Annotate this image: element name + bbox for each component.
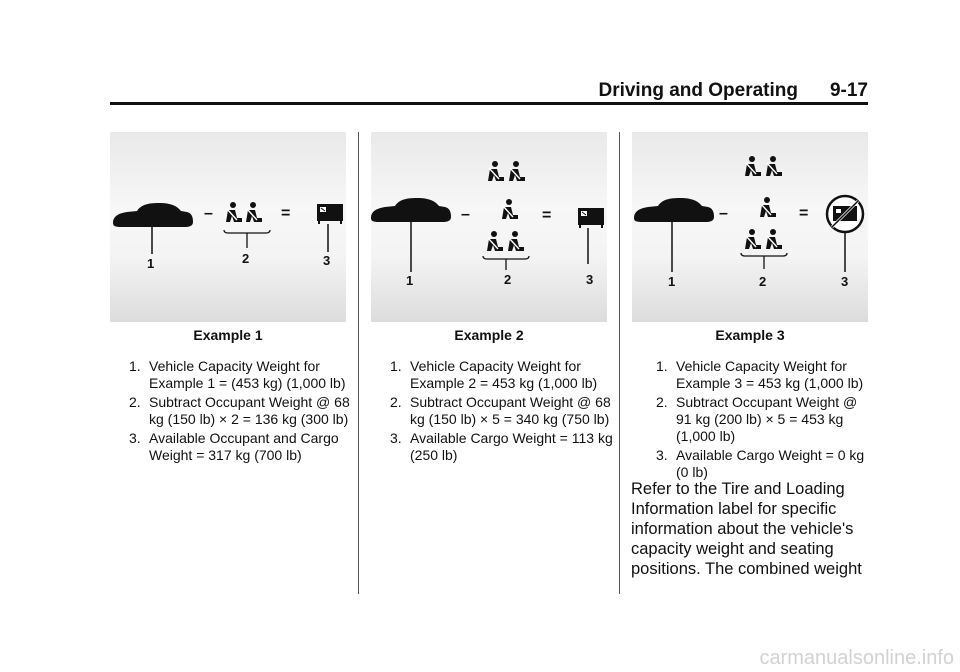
column-divider bbox=[619, 132, 620, 594]
callout-1: 1 bbox=[147, 256, 154, 271]
vehicle-icon bbox=[371, 198, 451, 222]
occupant-icon bbox=[486, 230, 504, 252]
callout-2: 2 bbox=[504, 272, 511, 287]
no-cargo-icon bbox=[825, 194, 865, 234]
list-item: 3.Available Occupant and Cargo Weight = … bbox=[129, 430, 339, 463]
example-1-caption: Example 1 bbox=[193, 327, 263, 343]
callout-2: 2 bbox=[759, 274, 766, 289]
cargo-icon bbox=[316, 203, 344, 225]
callout-2: 2 bbox=[242, 251, 249, 266]
running-header: Driving and Operating 9-17 bbox=[110, 80, 868, 102]
occupant-icon bbox=[759, 196, 777, 218]
watermark-footer: carmanualsonline.info bbox=[759, 647, 954, 669]
example-2-list: 1.Vehicle Capacity Weight for Example 2 … bbox=[383, 358, 617, 466]
page-number: 9-17 bbox=[829, 80, 868, 101]
equals-sign: = bbox=[799, 205, 808, 222]
list-item: 1.Vehicle Capacity Weight for Example 2 … bbox=[390, 358, 598, 391]
occupant-icon bbox=[744, 155, 762, 177]
callout-3: 3 bbox=[323, 253, 330, 268]
minus-sign: – bbox=[719, 205, 728, 222]
equals-sign: = bbox=[281, 205, 290, 222]
list-item: 2.Subtract Occupant Weight @ 91 kg (200 … bbox=[656, 394, 858, 444]
vehicle-icon bbox=[634, 198, 714, 222]
occupant-icon bbox=[744, 228, 762, 250]
callout-3: 3 bbox=[841, 274, 848, 289]
list-item: 2.Subtract Occupant Weight @ 68 kg (150 … bbox=[129, 394, 350, 427]
example-1-illustration: – = 1 2 3 bbox=[110, 132, 346, 322]
body-paragraph: Refer to the Tire and Loading Informatio… bbox=[631, 480, 862, 578]
occupant-icon bbox=[245, 201, 263, 223]
list-item: 3.Available Cargo Weight = 0 kg (0 lb) bbox=[656, 447, 865, 480]
occupant-icon bbox=[487, 160, 505, 182]
example-2-caption: Example 2 bbox=[454, 327, 524, 343]
list-item: 1.Vehicle Capacity Weight for Example 1 … bbox=[129, 358, 346, 391]
section-title: Driving and Operating bbox=[598, 80, 798, 101]
example-3-caption: Example 3 bbox=[715, 327, 785, 343]
occupant-icon bbox=[765, 228, 783, 250]
list-item: 2.Subtract Occupant Weight @ 68 kg (150 … bbox=[390, 394, 611, 427]
example-2-illustration: – = 1 2 3 bbox=[371, 132, 607, 322]
example-1-list: 1.Vehicle Capacity Weight for Example 1 … bbox=[122, 358, 356, 466]
cargo-icon bbox=[577, 207, 605, 229]
occupant-icon bbox=[765, 155, 783, 177]
list-item: 1.Vehicle Capacity Weight for Example 3 … bbox=[656, 358, 864, 391]
occupant-icon bbox=[507, 230, 525, 252]
callout-1: 1 bbox=[668, 274, 675, 289]
minus-sign: – bbox=[461, 206, 470, 223]
column-divider bbox=[358, 132, 359, 594]
occupant-icon bbox=[225, 201, 243, 223]
callout-1: 1 bbox=[406, 273, 413, 288]
equals-sign: = bbox=[542, 207, 551, 224]
vehicle-icon bbox=[113, 203, 193, 227]
list-item: 3.Available Cargo Weight = 113 kg (250 l… bbox=[390, 430, 613, 463]
header-rule bbox=[110, 102, 868, 105]
minus-sign: – bbox=[204, 205, 213, 222]
occupant-icon bbox=[501, 198, 519, 220]
example-3-illustration: – = 1 2 3 bbox=[632, 132, 868, 322]
occupant-icon bbox=[508, 160, 526, 182]
callout-3: 3 bbox=[586, 272, 593, 287]
example-3-list: 1.Vehicle Capacity Weight for Example 3 … bbox=[649, 358, 873, 483]
